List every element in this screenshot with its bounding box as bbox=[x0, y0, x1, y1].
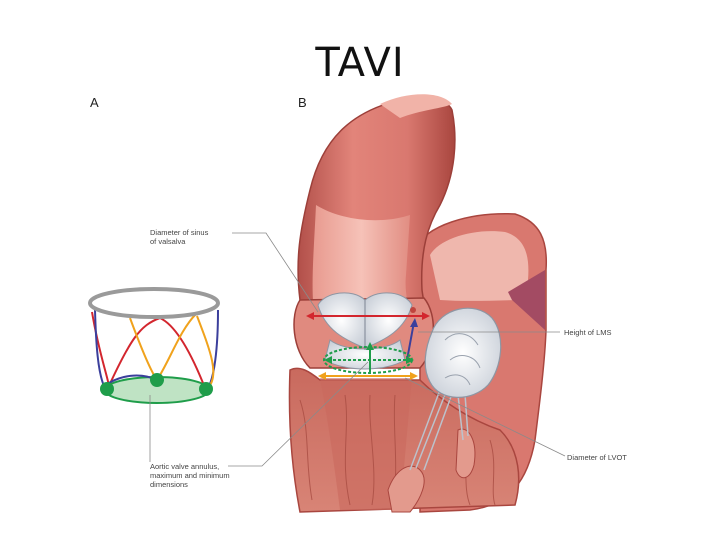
panel-label-a: A bbox=[90, 95, 99, 110]
panel-label-b: B bbox=[298, 95, 307, 110]
lvot-channel bbox=[320, 378, 412, 510]
annulus-arrowhead-left bbox=[324, 356, 332, 364]
annulus-arrowhead-up bbox=[366, 342, 374, 350]
hinge-point-middle bbox=[150, 373, 164, 387]
atrium-cavity bbox=[430, 231, 529, 301]
lvot-arrowhead-left bbox=[318, 372, 326, 380]
label-sinus-diameter: Diameter of sinus of valsalva bbox=[150, 228, 209, 246]
label-annulus: Aortic valve annulus, maximum and minimu… bbox=[150, 462, 230, 489]
chordae-tendineae bbox=[409, 389, 469, 471]
papillary-muscle bbox=[387, 465, 425, 513]
hinge-point-left bbox=[100, 382, 114, 396]
slide-title: TAVI bbox=[315, 40, 405, 86]
mitral-valve-folds bbox=[444, 333, 481, 386]
aorta-lumen bbox=[312, 205, 410, 320]
sinus-arrowhead-right bbox=[422, 312, 430, 320]
atrium-rim bbox=[508, 270, 545, 330]
heart-cross-section bbox=[288, 94, 548, 513]
sinus-arrowhead-left bbox=[306, 312, 314, 320]
lms-arrowhead bbox=[410, 318, 418, 327]
crown-schematic bbox=[88, 287, 220, 404]
mitral-valve bbox=[424, 307, 502, 398]
label-lvot-diameter: Diameter of LVOT bbox=[567, 453, 627, 462]
annulus-arrowhead-right bbox=[406, 356, 414, 364]
label-lms-height: Height of LMS bbox=[564, 328, 612, 337]
aortic-arch-top bbox=[380, 94, 452, 118]
leader-lines bbox=[149, 232, 566, 467]
lms-height-arrow bbox=[406, 321, 415, 361]
hinge-point-right bbox=[199, 382, 213, 396]
lvot-arrowhead-right bbox=[410, 372, 418, 380]
crown-top-ring bbox=[88, 287, 220, 319]
